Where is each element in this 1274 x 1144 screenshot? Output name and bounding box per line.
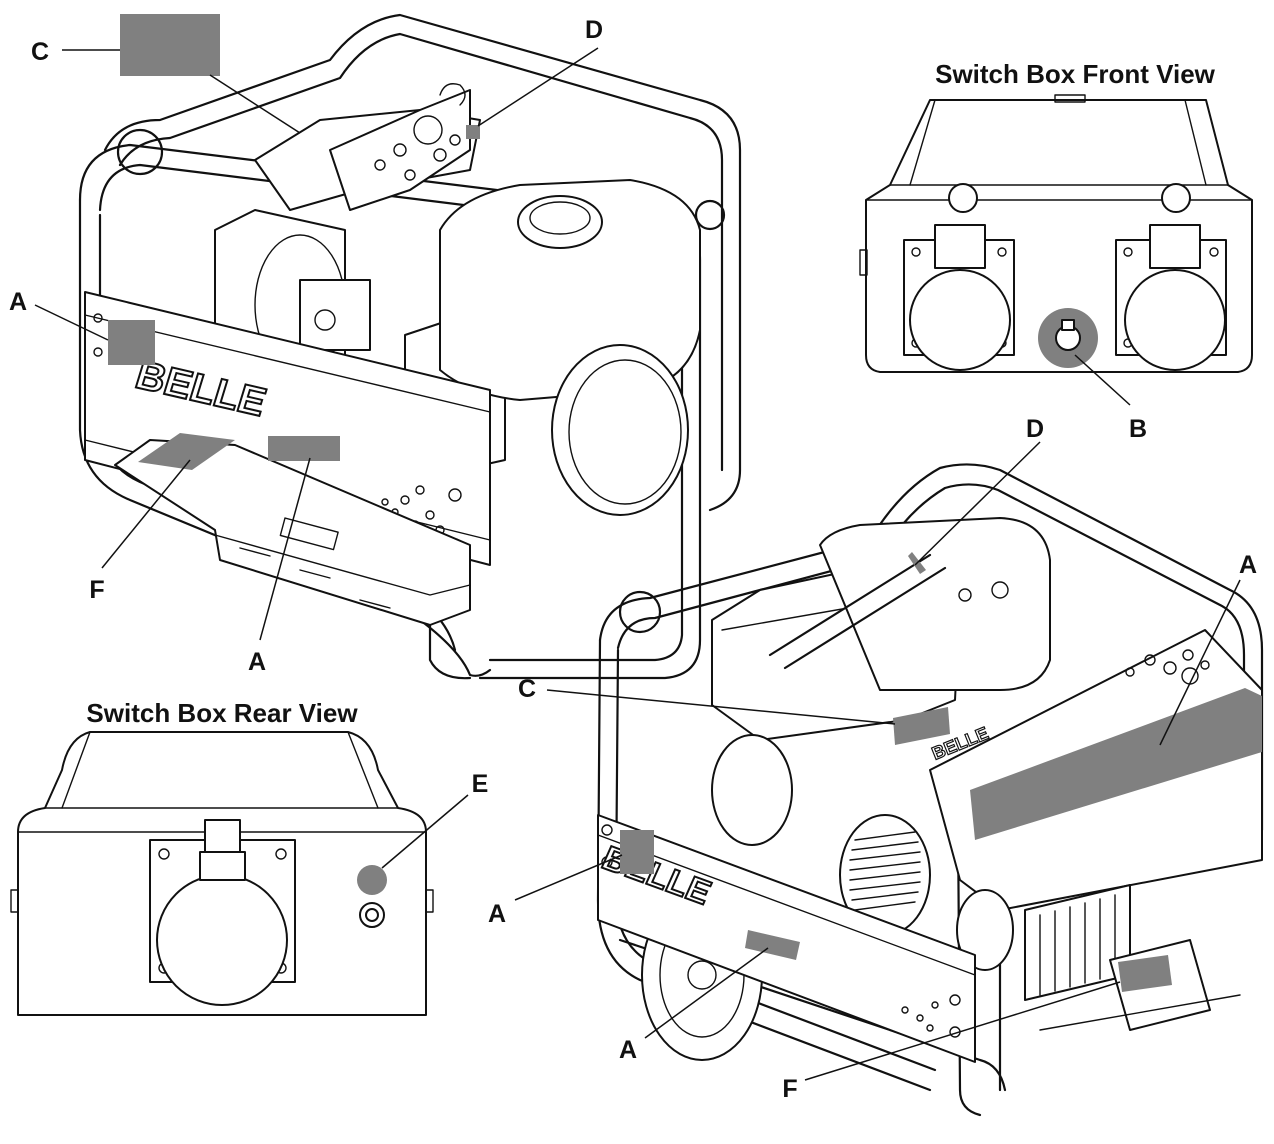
rear-view-title: Switch Box Rear View xyxy=(86,698,358,728)
socket-left xyxy=(903,224,1015,371)
callout-a-left: A xyxy=(9,288,27,316)
socket-right xyxy=(1115,224,1227,371)
callout-c-top: C xyxy=(31,38,49,66)
switch-box-rear-view: Switch Box Rear View xyxy=(10,698,469,1016)
decal-a-left-lower xyxy=(268,436,340,461)
callout-e-rear: E xyxy=(472,770,489,798)
socket-rear xyxy=(149,819,296,1006)
decal-c-right xyxy=(893,707,950,745)
generator-left-illustration: BELLE xyxy=(34,13,742,680)
callout-a-right-top: A xyxy=(1239,551,1257,579)
callout-a-bottom: A xyxy=(248,648,266,676)
callout-b-front: B xyxy=(1129,415,1147,443)
callout-a-right-mid: A xyxy=(488,900,506,928)
decal-a-right-side-band xyxy=(970,688,1262,840)
decal-f-right xyxy=(1118,955,1172,992)
callout-a-right-low: A xyxy=(619,1036,637,1064)
decal-d-left xyxy=(466,125,480,139)
switch-box-front-view: Switch Box Front View xyxy=(859,59,1253,406)
callout-c-right: C xyxy=(518,675,536,703)
decal-e-rear xyxy=(357,865,387,895)
callout-f-left: F xyxy=(89,576,104,604)
decal-c-left xyxy=(120,14,220,76)
decal-a-right-lower xyxy=(745,930,800,960)
generator-right-illustration: BELLE BELLE xyxy=(514,441,1264,1117)
callout-d-right: D xyxy=(1026,415,1044,443)
decal-a-right-front xyxy=(620,830,654,874)
decal-f-left-tray xyxy=(138,433,235,470)
decal-a-left-panel xyxy=(108,320,155,365)
callout-f-right: F xyxy=(782,1075,797,1103)
front-view-title: Switch Box Front View xyxy=(935,59,1216,89)
callout-d-top: D xyxy=(585,16,603,44)
